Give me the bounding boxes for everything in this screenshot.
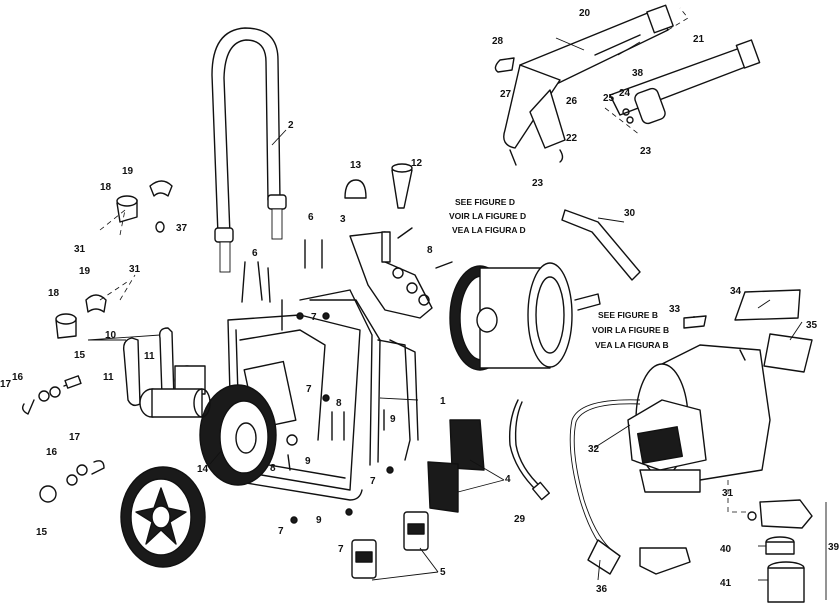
part-label: 39: [828, 542, 840, 553]
part-label: 6: [252, 248, 258, 259]
part-label: 19: [122, 166, 134, 177]
part-label: 7: [311, 312, 317, 323]
part-label: 20: [579, 8, 591, 19]
part-label: 18: [48, 288, 60, 299]
wheel-front-part: [120, 466, 206, 568]
wheel-rear-part: [199, 384, 277, 486]
part-label: 37: [176, 223, 188, 234]
figure-d-note-en: SEE FIGURE D: [455, 197, 515, 207]
part-label: 8: [270, 463, 276, 474]
part-label: 40: [720, 544, 732, 555]
part-label: 16: [12, 372, 24, 383]
part-label: 17: [69, 432, 81, 443]
cord-hook-part: [55, 180, 173, 339]
part-label: 41: [720, 578, 732, 589]
part-label: 9: [316, 515, 322, 526]
part-label: 13: [350, 160, 362, 171]
part-label: 15: [36, 527, 48, 538]
part-label: 11: [144, 351, 155, 362]
part-label: 7: [306, 384, 312, 395]
part-label: 23: [532, 178, 544, 189]
part-label: 7: [278, 526, 284, 537]
part-label: 26: [566, 96, 578, 107]
part-label: 18: [100, 182, 112, 193]
part-label: 15: [74, 350, 86, 361]
part-label: 8: [336, 398, 342, 409]
part-label: 1: [440, 396, 446, 407]
part-label: 6: [308, 212, 314, 223]
handle-part: [211, 27, 287, 273]
part-label: 9: [305, 456, 311, 467]
part-label: 14: [197, 464, 209, 475]
figure-b-note-en: SEE FIGURE B: [598, 310, 658, 320]
detergent-tank-part: [727, 480, 813, 603]
part-label: 9: [390, 414, 396, 425]
part-label: 8: [427, 245, 433, 256]
inlet-hose-part: [508, 399, 551, 501]
part-label: 16: [46, 447, 58, 458]
hose-reel-part: [449, 262, 601, 371]
figure-b-note-es: VEA LA FIGURA B: [595, 340, 669, 350]
pump-motor-part: [627, 344, 771, 493]
hose-bracket-part: [344, 163, 433, 319]
part-label: 33: [669, 304, 681, 315]
part-label: 11: [103, 372, 114, 383]
part-number-labels: 1 2 3 4 5 6 6 6 7 7 7 7 7 8 8 8 9 9 9 10…: [0, 8, 840, 595]
part-label: 7: [338, 544, 344, 555]
part-label: 4: [505, 474, 511, 485]
screw-part: [241, 227, 453, 524]
part-label: 2: [288, 120, 294, 131]
spray-gun-part: [494, 4, 761, 166]
part-label: 30: [624, 208, 636, 219]
label-decal-part: [683, 289, 813, 373]
figure-d-note-fr: VOIR LA FIGURE D: [449, 211, 526, 221]
part-label: 17: [0, 379, 12, 390]
figure-d-note-es: VEA LA FIGURA D: [452, 225, 526, 235]
part-label: 32: [588, 444, 600, 455]
part-label: 5: [440, 567, 446, 578]
part-label: 31: [129, 264, 141, 275]
foot-bracket-part: [427, 419, 485, 513]
part-label: 24: [619, 88, 631, 99]
axle-bracket-part: [21, 327, 211, 503]
foot-part: [351, 511, 429, 579]
part-label: 25: [603, 93, 615, 104]
part-label: 31: [74, 244, 86, 255]
part-label: 3: [340, 214, 346, 225]
figure-d-note: SEE FIGURE D VOIR LA FIGURE D VEA LA FIG…: [449, 197, 526, 235]
wand-part: [561, 209, 641, 281]
part-label: 22: [566, 133, 578, 144]
part-label: 27: [500, 89, 512, 100]
figure-b-note-fr: VOIR LA FIGURE B: [592, 325, 669, 335]
part-label: 31: [722, 488, 734, 499]
part-label: 19: [79, 266, 91, 277]
part-label: 23: [640, 146, 652, 157]
figure-b-note: SEE FIGURE B VOIR LA FIGURE B VEA LA FIG…: [592, 310, 669, 350]
part-label: 38: [632, 68, 644, 79]
part-label: 29: [514, 514, 526, 525]
pressure-hose-part: [569, 399, 691, 575]
part-label: 35: [806, 320, 818, 331]
part-label: 21: [693, 34, 705, 45]
part-label: 10: [105, 330, 117, 341]
part-label: 34: [730, 286, 742, 297]
part-label: 36: [596, 584, 608, 595]
part-label: 12: [411, 158, 423, 169]
part-label: 7: [370, 476, 376, 487]
part-label: 28: [492, 36, 504, 47]
callout-lines: [87, 37, 827, 600]
